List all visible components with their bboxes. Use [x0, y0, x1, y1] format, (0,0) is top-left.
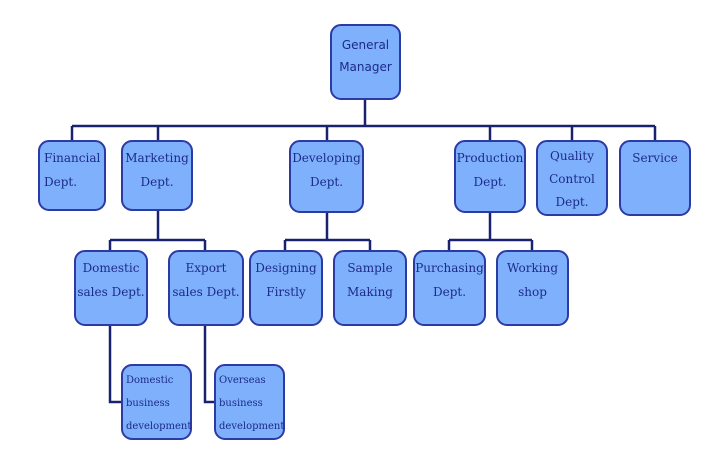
service-line1: Service	[632, 151, 678, 165]
production-line1: Production	[456, 151, 524, 165]
service-dept-box: Service	[619, 140, 691, 216]
overseas-business-line2: business	[219, 398, 263, 409]
sample-making-line2: Making	[347, 285, 393, 299]
designing-firstly-box: Designing Firstly	[249, 250, 323, 326]
sample-making-box: Sample Making	[333, 250, 407, 326]
working-shop-box: Working shop	[496, 250, 569, 326]
quality-control-line1: Quality	[550, 149, 594, 163]
purchasing-line2: Dept.	[432, 285, 467, 299]
domestic-business-line1: Domestic	[126, 375, 174, 386]
working-shop-line2: shop	[518, 285, 547, 299]
marketing-dept-box: Marketing Dept.	[121, 140, 193, 211]
domestic-business-line2: business	[126, 398, 170, 409]
quality-control-line2: Control	[549, 172, 595, 186]
purchasing-dept-box: Purchasing Dept.	[413, 250, 486, 326]
developing-line1: Developing	[292, 151, 361, 165]
domestic-sales-dept-box: Domestic sales Dept.	[74, 250, 148, 326]
purchasing-line1: Purchasing	[415, 261, 484, 275]
marketing-line1: Marketing	[125, 151, 189, 165]
financial-line1: Financial	[44, 151, 101, 165]
overseas-business-line3: development	[219, 421, 285, 432]
overseas-business-development-box: Overseas business development	[214, 364, 285, 440]
export-sales-line1: Export	[185, 261, 227, 275]
general-manager-box: General Manager	[330, 24, 401, 100]
general-manager-line1: General	[341, 38, 390, 52]
general-manager-line2: Manager	[339, 60, 392, 74]
export-sales-line2: sales Dept.	[172, 285, 240, 299]
domestic-business-development-box: Domestic business development	[121, 364, 192, 440]
overseas-business-line1: Overseas	[219, 375, 266, 386]
sample-making-line1: Sample	[347, 261, 393, 275]
domestic-sales-line1: Domestic	[82, 261, 140, 275]
working-shop-line1: Working	[507, 261, 558, 275]
developing-line2: Dept.	[309, 175, 344, 189]
production-line2: Dept.	[473, 175, 507, 189]
designing-line2: Firstly	[266, 285, 306, 299]
financial-dept-box: Financial Dept.	[38, 140, 106, 211]
financial-line2: Dept.	[44, 175, 78, 189]
production-dept-box: Production Dept.	[454, 140, 526, 213]
domestic-sales-line2: sales Dept.	[77, 285, 145, 299]
marketing-line2: Dept.	[140, 175, 174, 189]
quality-control-dept-box: Quality Control Dept.	[536, 140, 608, 216]
export-sales-dept-box: Export sales Dept.	[168, 250, 244, 326]
designing-line1: Designing	[255, 261, 317, 275]
quality-control-line3: Dept.	[555, 195, 589, 209]
developing-dept-box: Developing Dept.	[289, 140, 364, 213]
domestic-business-line3: development	[126, 421, 192, 432]
